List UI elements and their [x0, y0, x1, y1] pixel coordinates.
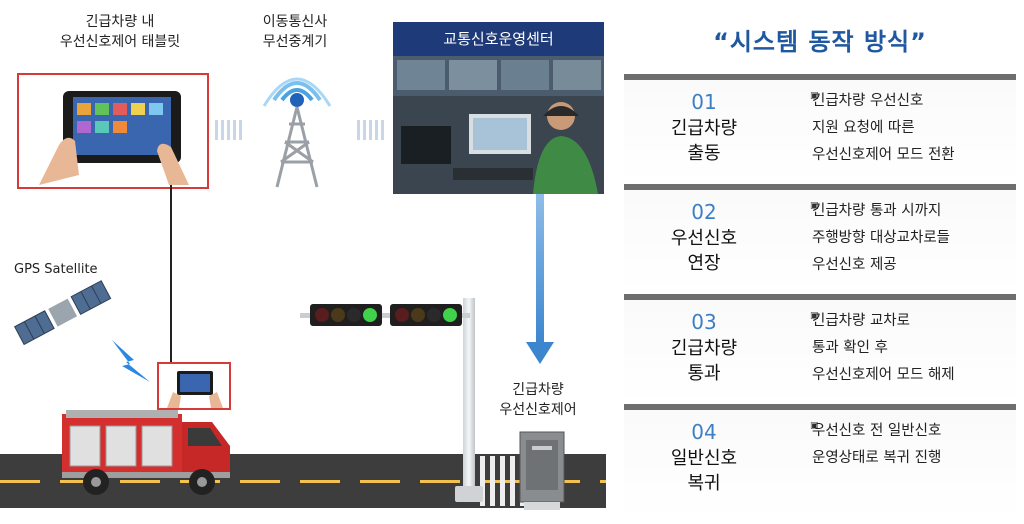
road-lane-line	[0, 480, 606, 483]
system-title: “시스템 동작 방식”	[713, 28, 927, 56]
step-name: 긴급차량 통과	[670, 338, 738, 384]
traffic-pole-base	[455, 486, 483, 502]
step-description: 우선신호 전 일반신호 운영상태로 복귀 진행	[812, 423, 942, 466]
flow-arrow-2	[357, 120, 387, 140]
controller-label: 긴급차량 우선신호제어	[499, 382, 577, 418]
tablet-photo	[17, 73, 209, 189]
down-arrow-shaft	[536, 194, 544, 344]
flow-arrow-1	[215, 120, 245, 140]
step-name: 일반신호 복귀	[670, 448, 738, 494]
bullet-icon: ▣	[810, 311, 819, 321]
connector-line	[170, 185, 172, 365]
traffic-pole	[463, 298, 475, 490]
tablet-icon	[39, 91, 189, 185]
step-number: 01	[691, 90, 717, 114]
step-number: 04	[691, 420, 717, 444]
crosswalk	[480, 456, 524, 506]
step-2: 02 우선신호 연장 ▣ 긴급차량 통과 시까지 주행방향 대상교차로들 우선신…	[624, 184, 1016, 294]
step-number: 03	[691, 310, 717, 334]
step-name: 우선신호 연장	[670, 228, 738, 274]
tablet-icon-small	[167, 371, 223, 408]
tower-icon	[262, 77, 332, 188]
traffic-light-icon	[310, 304, 462, 326]
satellite-icon	[14, 280, 112, 346]
bullet-icon: ▣	[810, 201, 819, 211]
operator-icon	[393, 56, 604, 194]
step-description: 긴급차량 통과 시까지 주행방향 대상교차로들 우선신호 제공	[812, 203, 951, 273]
truck-tablet-photo	[157, 362, 231, 410]
step-description: 긴급차량 우선신호 지원 요청에 따른 우선신호제어 모드 전환	[812, 93, 955, 163]
traffic-arm	[300, 313, 470, 318]
signal-controller-icon	[519, 431, 565, 510]
step-description: 긴급차량 교차로 통과 확인 후 우선신호제어 모드 해제	[812, 313, 955, 383]
step-4: 04 일반신호 복귀 ▣ 우선신호 전 일반신호 운영상태로 복귀 진행	[624, 404, 1016, 520]
step-3: 03 긴급차량 통과 ▣ 긴급차량 교차로 통과 확인 후 우선신호제어 모드 …	[624, 294, 1016, 404]
step-name: 긴급차량 출동	[670, 118, 738, 164]
relay-label: 이동통신사 무선중계기	[262, 14, 328, 50]
center-photo	[393, 56, 604, 194]
step-number: 02	[691, 200, 717, 224]
bullet-icon: ▣	[810, 421, 819, 431]
step-1: 01 긴급차량 출동 ▣ 긴급차량 우선신호 지원 요청에 따른 우선신호제어 …	[624, 74, 1016, 184]
gps-label: GPS Satellite	[14, 262, 98, 277]
down-arrow-icon	[526, 342, 554, 364]
fire-truck-icon	[62, 410, 230, 495]
center-title: 교통신호운영센터	[393, 22, 604, 56]
tablet-label: 긴급차량 내 우선신호제어 태블릿	[59, 14, 181, 50]
bullet-icon: ▣	[810, 91, 819, 101]
signal-bolt-icon	[112, 340, 150, 382]
